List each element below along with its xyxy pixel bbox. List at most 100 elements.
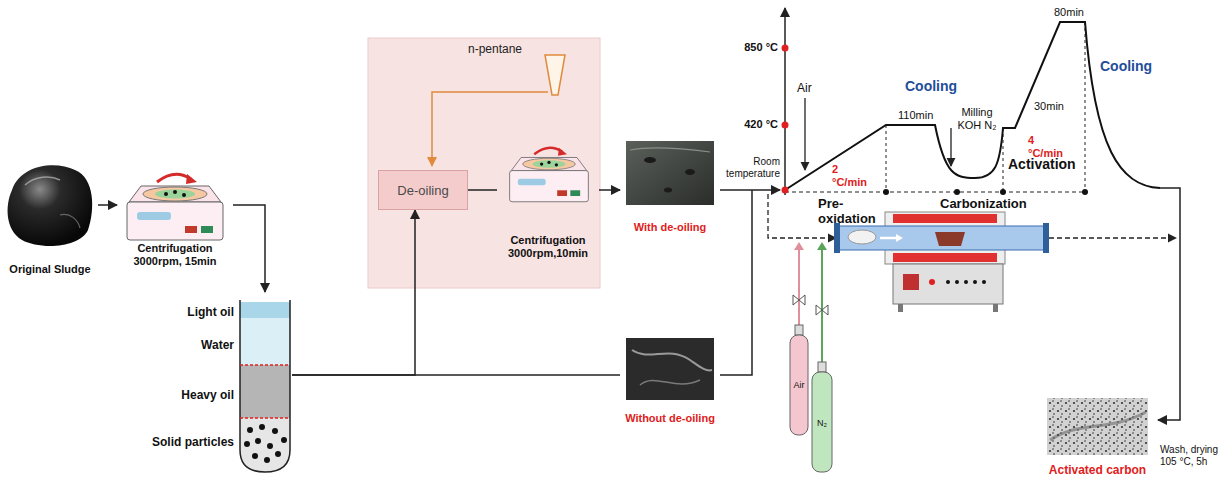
separation-tube [275, 451, 281, 457]
de-oiling-region: n-pentaneDe-oilingCentrifugation 3000rpm… [368, 38, 600, 288]
reagent-label: n-pentane [468, 42, 522, 56]
sludge-photo [60, 214, 80, 228]
axis-dot [1082, 189, 1088, 195]
n2-cylinder [816, 305, 828, 315]
separation-tube [252, 453, 258, 459]
axis-dot [782, 45, 789, 52]
separation-tube [244, 441, 250, 447]
centrifuge-icon [127, 174, 223, 240]
air-cylinder [790, 242, 808, 435]
axis-dot [782, 187, 789, 194]
dashed-flow-line [1049, 237, 1176, 238]
tube-furnace [838, 226, 1045, 250]
flow-line [720, 190, 752, 375]
air-cylinder [793, 295, 805, 305]
axis-dot [954, 189, 960, 195]
tube-furnace [929, 279, 935, 285]
pipette-icon [545, 55, 565, 95]
tube-furnace [946, 280, 950, 284]
tube-furnace [896, 234, 903, 242]
n2-cylinder [821, 248, 823, 362]
n2-cylinder [817, 242, 827, 250]
time-label: 30min [1034, 100, 1064, 113]
separation-tube [238, 302, 294, 318]
centrifuge-step: Centrifugation 3000rpm,10min [497, 140, 599, 262]
separation-tube [264, 457, 270, 463]
separation-tube [255, 438, 261, 444]
separation-tube [238, 302, 294, 474]
axis-dot [782, 122, 789, 129]
step-arrow [950, 128, 951, 166]
n2-cylinder [812, 242, 832, 472]
activated-carbon-photo [1047, 398, 1148, 455]
process-note: Wash, drying 105 °C, 5h [1160, 444, 1220, 467]
tube-furnace [880, 237, 898, 240]
step-label: Centrifugation 3000rpm,10min [497, 234, 599, 260]
step-mark [886, 125, 887, 192]
activated-carbon-photo [1050, 412, 1146, 440]
sample-label: With de-oiling [634, 221, 707, 234]
tube-furnace [993, 304, 998, 312]
without-de-oiling-photo [632, 350, 712, 370]
time-axis [785, 191, 1085, 192]
tube-furnace [898, 304, 903, 312]
stage-label: Pre-oxidation [818, 197, 876, 227]
tube-furnace [893, 264, 1003, 304]
flow-connector [233, 205, 265, 292]
temperature-curve [785, 22, 1160, 190]
gas-label: Air [797, 82, 812, 96]
activated-carbon-photo [1047, 398, 1148, 455]
tube-furnace [848, 230, 876, 244]
separation-tube: Light oilWaterHeavy oilSolid particles [112, 292, 292, 478]
with-de-oiling-photo [626, 141, 714, 205]
layer-label: Water [201, 338, 234, 352]
sample-photo: With de-oiling [620, 138, 720, 236]
without-de-oiling-photo [640, 380, 700, 385]
sludge-photo [25, 177, 60, 185]
condition-label: Room temperature [722, 156, 780, 179]
separation-tube [272, 428, 278, 434]
flow-connector [468, 189, 497, 191]
sample-label: Original Sludge [9, 263, 90, 276]
tube-furnace [982, 280, 986, 284]
stage-label: Cooling [1100, 58, 1152, 74]
separation-tube [238, 365, 294, 418]
step-mark [1085, 22, 1086, 192]
product-label: Activated carbon [1049, 463, 1146, 477]
gas-arrow [804, 98, 805, 170]
flow-connector [292, 374, 620, 376]
air-cylinder [794, 242, 804, 250]
stage-label: Carbonization [940, 197, 1027, 212]
separation-tube [267, 443, 273, 449]
cylinder-label: N₂ [811, 418, 833, 428]
time-label: 110min [898, 109, 933, 122]
without-de-oiling-photo [626, 338, 714, 400]
sludge-photo [8, 165, 93, 246]
axis-dot [1000, 189, 1006, 195]
layer-mark [240, 364, 290, 366]
tube-furnace [834, 223, 840, 253]
tube-furnace [964, 280, 968, 284]
tube-furnace [1043, 223, 1049, 253]
rate-label: 2 °C/min [832, 163, 867, 188]
centrifuge-icon [510, 148, 589, 202]
sludge-sample: Original Sludge [2, 160, 98, 278]
air-cylinder [798, 248, 800, 325]
air-cylinder [790, 335, 808, 435]
air-cylinder [795, 325, 803, 335]
stage-label: Activation [1008, 156, 1076, 172]
with-de-oiling-photo [685, 169, 695, 175]
rate-label: 4 °C/min [1028, 134, 1063, 159]
flow-connector [292, 210, 415, 375]
process-label: De-oiling [397, 183, 448, 198]
with-de-oiling-photo [664, 188, 672, 193]
tube-furnace [955, 280, 959, 284]
process-box: De-oiling [378, 170, 468, 210]
axis-value: 850 °C [736, 41, 778, 54]
sample-label: Without de-oiling [625, 412, 715, 425]
tube-furnace [973, 280, 977, 284]
solvent-arrow [432, 92, 548, 166]
